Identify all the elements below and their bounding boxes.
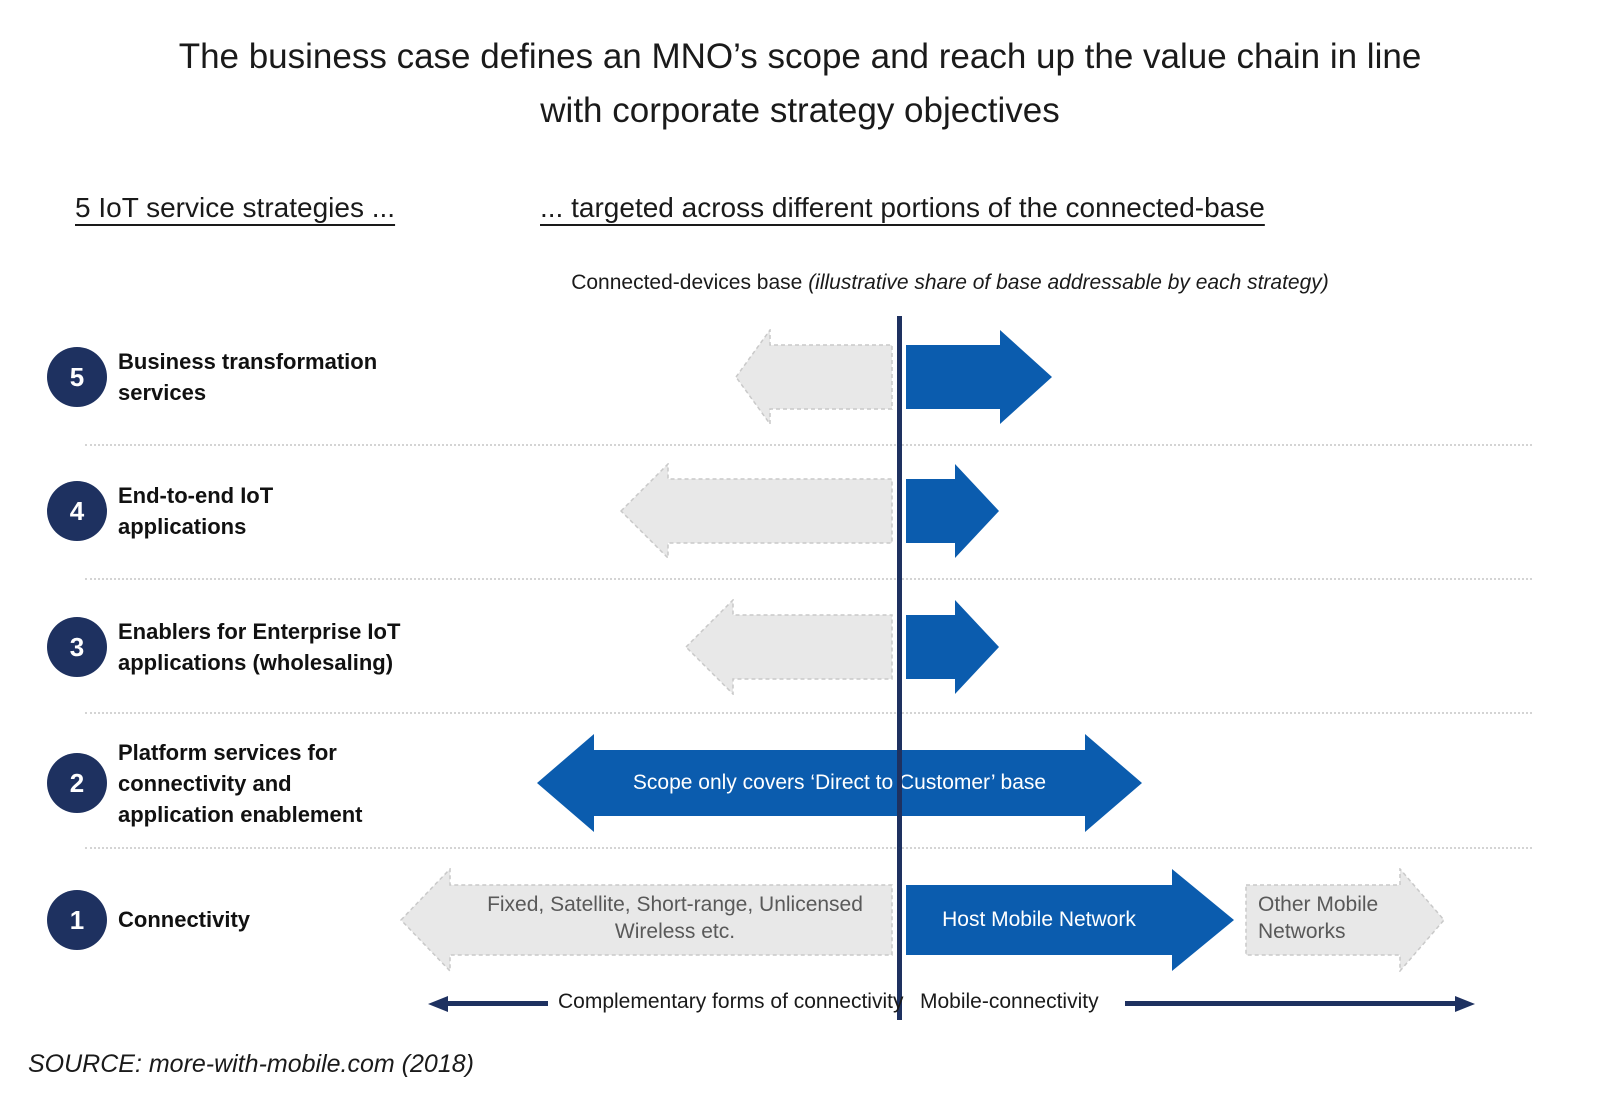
row-separator	[85, 847, 1532, 849]
caption-normal: Connected-devices base	[571, 271, 809, 294]
strategy-2-number-badge: 2	[47, 753, 107, 813]
mobile-connectivity-axis-label: Mobile-connectivity	[920, 990, 1099, 1013]
axis-left-shaft	[446, 1001, 548, 1006]
header-strategies: 5 IoT service strategies ...	[75, 192, 396, 223]
strategy-2-number: 2	[69, 767, 85, 798]
strategy-5-left-gray-arrow	[735, 329, 893, 425]
strategy-3-right-blue-arrow	[906, 600, 999, 694]
strategy-3-number-badge: 3	[47, 617, 107, 677]
strategy-4-left-gray-arrow	[620, 463, 893, 559]
strategy-3-label: Enablers for Enterprise IoT applications…	[118, 619, 401, 675]
caption-italic: (illustrative share of base addressable …	[808, 271, 1329, 294]
strategy-5-right-blue-arrow	[906, 330, 1052, 424]
other-mobile-networks-gray-arrow	[1245, 868, 1445, 972]
mobile-vs-complementary-divider	[897, 316, 902, 1020]
page-title-line2: with corporate strategy objectives	[540, 91, 1060, 131]
strategy-4-number-badge: 4	[47, 481, 107, 541]
connected-devices-base-caption: Connected-devices base (illustrative sha…	[400, 271, 1500, 295]
strategy-4-right-blue-arrow	[906, 464, 999, 558]
strategy-3-left-gray-arrow	[685, 599, 893, 695]
other-mobile-networks-label: Other Mobile Networks	[1258, 893, 1379, 943]
source-attribution: SOURCE: more-with-mobile.com (2018)	[28, 1050, 474, 1078]
page-title-line1: The business case defines an MNO’s scope…	[178, 37, 1422, 76]
connectivity-complementary-gray-arrow	[400, 868, 893, 972]
strategy-4-number: 4	[69, 495, 85, 526]
strategy-2-double-blue-arrow	[537, 734, 1142, 832]
complementary-connectivity-label: Fixed, Satellite, Short-range, Unlicense…	[487, 893, 863, 943]
strategy-5-number: 5	[69, 361, 85, 392]
strategy-1-label: Connectivity	[118, 907, 251, 932]
strategy-1-number-badge: 1	[47, 890, 107, 950]
page-title: The business case defines an MNO’s scope…	[70, 30, 1530, 139]
strategy-1-number: 1	[69, 904, 85, 935]
axis-left-arrowhead-icon	[428, 996, 448, 1012]
complementary-axis-label: Complementary forms of connectivity	[558, 990, 904, 1013]
strategy-5-number-badge: 5	[47, 347, 107, 407]
row-separator	[85, 578, 1532, 580]
host-mobile-network-label: Host Mobile Network	[942, 908, 1136, 931]
scope-direct-to-customer-label: Scope only covers ‘Direct to Customer’ b…	[632, 771, 1047, 794]
row-separator	[85, 712, 1532, 714]
axis-right-arrowhead-icon	[1455, 996, 1475, 1012]
strategy-2-label: Platform services for connectivity and a…	[118, 740, 363, 827]
header-connected-base: ... targeted across different portions o…	[540, 192, 1265, 223]
strategy-5-label: Business transformation services	[118, 349, 378, 405]
host-mobile-network-blue-arrow	[906, 869, 1234, 971]
strategy-3-number: 3	[69, 631, 85, 662]
row-separator	[85, 444, 1532, 446]
axis-right-shaft	[1125, 1001, 1455, 1006]
strategy-4-label: End-to-end IoT applications	[118, 483, 274, 539]
